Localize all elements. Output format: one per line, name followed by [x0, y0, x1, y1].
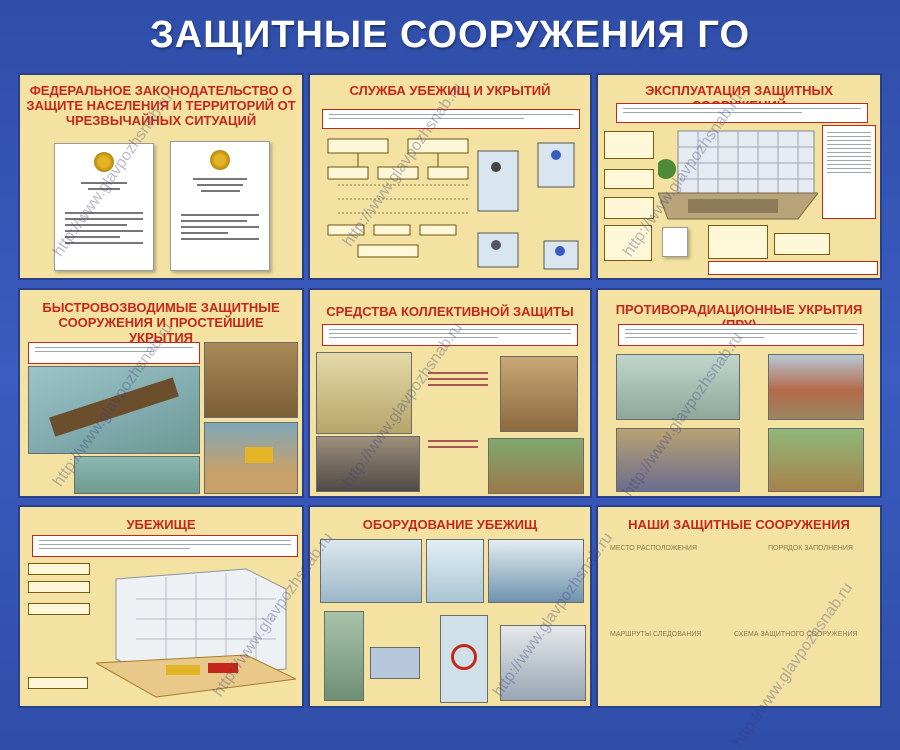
organization-chart-diagram	[327, 138, 579, 270]
info-label	[708, 225, 768, 259]
law-document-left	[54, 143, 154, 271]
dugout-illustration	[204, 342, 298, 418]
panel-title: НАШИ ЗАЩИТНЫЕ СООРУЖЕНИЯ	[628, 517, 850, 532]
panel-radiation-shelters: ПРОТИВОРАДИАЦИОННЫЕ УКРЫТИЯ (ПРУ)	[596, 288, 882, 498]
panel-our-shelters: НАШИ ЗАЩИТНЫЕ СООРУЖЕНИЯ МЕСТО РАСПОЛОЖЕ…	[596, 505, 882, 708]
panel-operation: ЭКСПЛУАТАЦИЯ ЗАЩИТНЫХ СООРУЖЕНИЙ	[596, 73, 882, 280]
panel-collective-protection: СРЕДСТВА КОЛЛЕКТИВНОЙ ЗАЩИТЫ	[308, 288, 592, 498]
trench-shelter-illustration	[28, 366, 200, 454]
cellar-illustration	[500, 356, 578, 432]
panel-title: ОБОРУДОВАНИЕ УБЕЖИЩ	[362, 517, 538, 532]
shelter-interior-illustration	[316, 352, 412, 434]
info-label	[28, 581, 90, 593]
info-label	[28, 677, 88, 689]
info-text-block	[32, 535, 298, 557]
filter-unit-illustration	[426, 539, 484, 603]
info-text-block	[822, 125, 876, 219]
info-label	[604, 131, 654, 159]
info-label	[604, 197, 654, 219]
generator-illustration	[500, 625, 586, 701]
info-label	[28, 563, 90, 575]
ventilation-equipment-illustration	[320, 539, 422, 603]
earth-shelter-illustration	[768, 428, 864, 492]
routes-label: МАРШРУТЫ СЛЕДОВАНИЯ	[610, 631, 702, 638]
state-emblem-icon	[210, 150, 230, 170]
panel-shelter: УБЕЖИЩЕ	[18, 505, 304, 708]
door-wheel-icon	[451, 644, 477, 670]
info-text-block	[28, 342, 200, 364]
panel-title: УБЕЖИЩЕ	[126, 517, 196, 532]
panel-title: СРЕДСТВА КОЛЛЕКТИВНОЙ ЗАЩИТЫ	[326, 304, 574, 319]
panel-quick-shelters: БЫСТРОВОЗВОДИМЫЕ ЗАЩИТНЫЕ СООРУЖЕНИЯ И П…	[18, 288, 304, 498]
panel-shelter-equipment: ОБОРУДОВАНИЕ УБЕЖИЩ	[308, 505, 592, 708]
construction-illustration	[204, 422, 298, 494]
panel-title: БЫСТРОВОЗВОДИМЫЕ ЗАЩИТНЫЕ СООРУЖЕНИЯ И П…	[42, 300, 280, 345]
info-text-block	[616, 103, 868, 123]
filter-cabinet-illustration	[324, 611, 364, 701]
panel-title: ФЕДЕРАЛЬНОЕ ЗАКОНОДАТЕЛЬСТВО О ЗАЩИТЕ НА…	[26, 83, 296, 128]
legend-lines	[428, 372, 488, 390]
blast-door-illustration	[440, 615, 488, 703]
basement-shelter-illustration	[616, 354, 740, 420]
location-label: МЕСТО РАСПОЛОЖЕНИЯ	[610, 545, 698, 552]
info-label	[28, 603, 90, 615]
shelter-building-illustration	[96, 568, 296, 698]
legend-lines	[428, 440, 478, 452]
bunker-illustration	[74, 456, 200, 494]
panel-title: СЛУЖБА УБЕЖИЩ И УКРЫТИЙ	[349, 83, 551, 98]
building-illustration	[658, 130, 818, 220]
info-label	[604, 169, 654, 189]
panel-shelter-service: СЛУЖБА УБЕЖИЩ И УКРЫТИЙ	[308, 73, 592, 280]
document-illustration	[662, 227, 688, 257]
info-text-block	[322, 109, 580, 129]
vent-box-illustration	[370, 647, 420, 679]
house-shelter-illustration	[768, 354, 864, 420]
law-document-right	[170, 141, 270, 271]
filling-order-label: ПОРЯДОК ЗАПОЛНЕНИЯ	[768, 545, 853, 552]
info-text-block	[708, 261, 878, 275]
room-shelter-illustration	[616, 428, 740, 492]
info-text-block	[618, 324, 864, 346]
panel-legislation: ФЕДЕРАЛЬНОЕ ЗАКОНОДАТЕЛЬСТВО О ЗАЩИТЕ НА…	[18, 73, 304, 280]
state-emblem-icon	[94, 152, 114, 172]
tanks-illustration	[488, 539, 584, 603]
tunnel-illustration	[316, 436, 420, 492]
info-label	[604, 225, 652, 261]
info-text-block	[322, 324, 578, 346]
underground-shelter-illustration	[488, 438, 584, 494]
shelter-scheme-label: СХЕМА ЗАЩИТНОГО СООРУЖЕНИЯ	[734, 631, 858, 638]
info-label	[774, 233, 830, 255]
poster-title: ЗАЩИТНЫЕ СООРУЖЕНИЯ ГО	[149, 14, 751, 56]
